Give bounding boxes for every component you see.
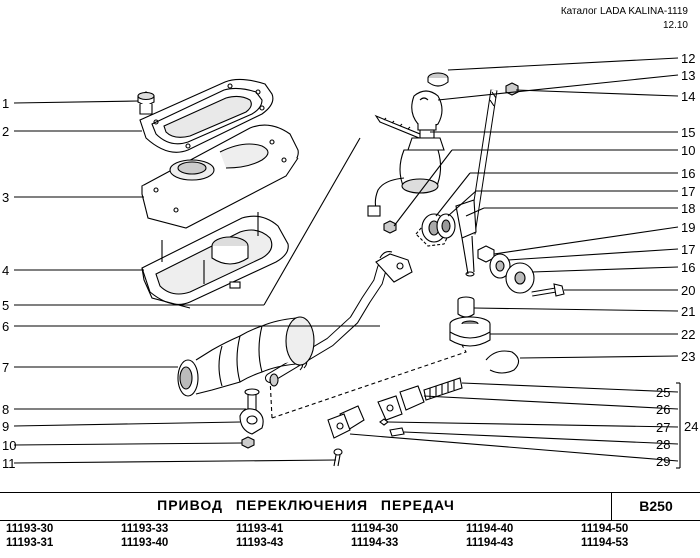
part-plate-3 [141, 124, 299, 229]
part-lever [455, 89, 498, 277]
part-bushing-group [415, 213, 456, 247]
label-17: 17 [681, 184, 695, 199]
label-3: 3 [2, 190, 9, 205]
footer-bottom-rule [0, 520, 700, 521]
label-18: 18 [681, 201, 695, 216]
label-10: 10 [2, 438, 16, 453]
model-code: 11193-31 [6, 537, 54, 549]
label-23: 23 [681, 349, 695, 364]
footer-top-rule [0, 492, 700, 493]
label-2: 2 [2, 124, 9, 139]
model-code: 11194-50 [581, 523, 629, 535]
page-title: ПРИВОД ПЕРЕКЛЮЧЕНИЯ ПЕРЕДАЧ [157, 497, 455, 513]
part-nut-10 [241, 436, 255, 449]
part-gasket-2 [139, 78, 274, 153]
model-code: 11193-41 [236, 523, 284, 535]
label-11: 11 [2, 456, 16, 471]
part-clamp-9 [239, 408, 264, 435]
label-22: 22 [681, 327, 695, 342]
label-12: 12 [681, 51, 695, 66]
label-19: 19 [681, 220, 695, 235]
model-code: 11194-40 [466, 523, 514, 535]
part-linkage [327, 377, 463, 439]
label-25: 25 [656, 385, 670, 400]
label-28: 28 [656, 437, 670, 452]
model-code: 11194-30 [351, 523, 399, 535]
label-27: 27 [656, 420, 670, 435]
part-sleeve-21 [457, 296, 475, 318]
model-code: 11193-43 [236, 537, 284, 549]
catalog-title: Каталог LADA KALINA-1119 [560, 6, 688, 17]
part-bolt-8 [244, 388, 260, 411]
model-code: 11193-33 [121, 523, 169, 535]
exploded-parts-diagram: 1 2 3 4 5 6 7 8 9 10 11 12 13 14 15 10 1… [2, 51, 698, 471]
label-26: 26 [656, 402, 670, 417]
label-16b: 16 [681, 260, 695, 275]
part-washers-right [489, 253, 535, 294]
label-20: 20 [681, 283, 695, 298]
label-8: 8 [2, 402, 9, 417]
model-code: 11194-53 [581, 537, 629, 549]
part-screw-11 [333, 448, 343, 467]
model-code: 11193-40 [121, 537, 169, 549]
label-14: 14 [681, 89, 695, 104]
label-4: 4 [2, 263, 9, 278]
part-shift-rod-6 [265, 251, 413, 387]
label-24: 24 [684, 419, 698, 434]
part-bolt-1 [137, 91, 155, 115]
label-21: 21 [681, 304, 695, 319]
catalog-date: 12.10 [662, 20, 688, 31]
page-code: B250 [611, 492, 700, 520]
label-15: 15 [681, 125, 695, 140]
label-6: 6 [2, 319, 9, 334]
model-code: 11194-33 [351, 537, 399, 549]
model-code: 11193-30 [6, 523, 54, 535]
model-code: 11194-43 [466, 537, 514, 549]
part-circlip-23 [485, 350, 520, 374]
label-29: 29 [656, 454, 670, 469]
part-boot-7 [177, 316, 315, 397]
title-box: ПРИВОД ПЕРЕКЛЮЧЕНИЯ ПЕРЕДАЧ B250 [0, 492, 700, 520]
label-5: 5 [2, 298, 9, 313]
model-list: 11193-30 11193-33 11193-41 11194-30 1119… [6, 523, 696, 549]
part-cap-12 [427, 72, 449, 87]
label-7: 7 [2, 360, 9, 375]
label-16: 16 [681, 166, 695, 181]
part-knob-13 [411, 90, 443, 131]
part-housing-4 [141, 212, 289, 309]
label-1: 1 [2, 96, 9, 111]
label-17b: 17 [681, 242, 695, 257]
part-bolt-20 [531, 283, 565, 297]
label-13: 13 [681, 68, 695, 83]
label-9: 9 [2, 419, 9, 434]
part-bearing-22 [449, 316, 491, 347]
part-nut-10b [383, 220, 397, 234]
label-10-right: 10 [681, 143, 695, 158]
part-switch-15 [367, 129, 445, 217]
